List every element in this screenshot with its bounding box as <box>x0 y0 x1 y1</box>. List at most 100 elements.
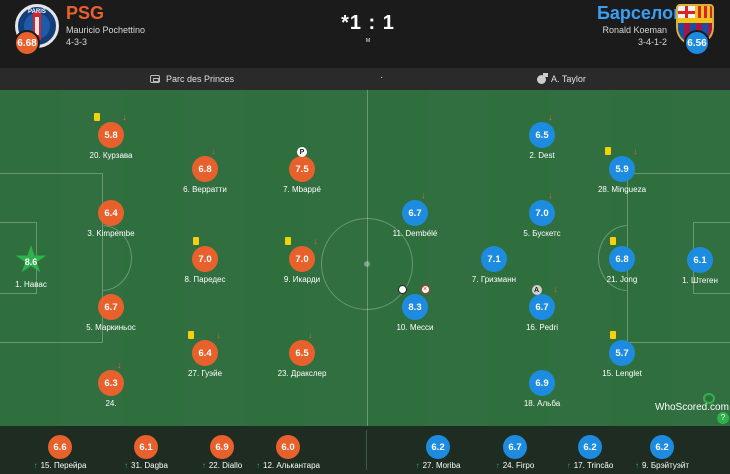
player-rating: 6.9 <box>210 435 234 459</box>
player-rating: 6.4 <box>98 200 124 226</box>
bench-player[interactable]: 6.2↑27. Moriba <box>393 435 483 470</box>
sub-off-arrow-icon: ↓ <box>308 330 313 340</box>
bench-player[interactable]: 6.7↑24. Firpo <box>470 435 560 470</box>
player-bar-dest[interactable]: 6.5 2. Dest ↓ <box>497 113 587 160</box>
yellow-card-icon <box>284 237 291 245</box>
bench-player[interactable]: 6.2↑17. Trincão <box>545 435 635 470</box>
player-rating: 7.0 <box>289 246 315 272</box>
bench-player[interactable]: 6.2↑9. Брэйтуэйт <box>617 435 707 470</box>
match-info-bar: Parc des Princes · A. Taylor <box>0 68 730 90</box>
player-rating: 6.3 <box>98 370 124 396</box>
referee-name: A. Taylor <box>551 74 586 84</box>
assist-icon: A <box>531 285 542 295</box>
player-name: 20. Курзава <box>89 151 133 160</box>
penalty-goal-icon: P <box>297 147 307 157</box>
sub-off-arrow-icon: ↓ <box>548 190 553 200</box>
player-name: 2. Dest <box>529 151 555 160</box>
player-rating: 6.5 <box>529 122 555 148</box>
player-psg-gk[interactable]: 8.6 1. Навас <box>0 245 76 289</box>
sub-off-arrow-icon: ↓ <box>117 360 122 370</box>
crest-cross <box>678 6 695 18</box>
whoscored-logo[interactable]: WhoScored.com ? <box>655 393 729 424</box>
sub-off-arrow-icon: ↓ <box>548 112 553 122</box>
player-rating: 6.7 <box>402 200 428 226</box>
player-rating: 7.0 <box>192 246 218 272</box>
player-bar-jong[interactable]: 6.8 21. Jong <box>577 237 667 284</box>
player-name: 7. Mbappé <box>283 185 321 194</box>
yellow-card-icon <box>93 113 100 121</box>
player-rating: 5.7 <box>609 340 635 366</box>
player-bar-gk[interactable]: 6.1 1. Штеген <box>655 247 730 285</box>
bench-player[interactable]: 6.9 ↑22. Diallo <box>177 435 267 470</box>
player-name: 1. Штеген <box>682 276 718 285</box>
whoscored-question-icon: ? <box>717 412 729 424</box>
yellow-card-icon <box>604 147 611 155</box>
bench-player[interactable]: 6.1↑31. Dagba <box>101 435 191 470</box>
center-circle <box>321 218 413 310</box>
sub-off-arrow-icon: ↓ <box>211 146 216 156</box>
yellow-card-icon <box>610 237 616 245</box>
sub-on-arrow-icon: ↑ <box>201 461 206 470</box>
player-name: 5. Бускетс <box>523 229 561 238</box>
player-name: 1. Навас <box>15 280 47 289</box>
player-rating: 6.1 <box>687 247 713 273</box>
penalty-box-left <box>0 173 103 343</box>
player-rating: 8.3 <box>402 294 428 320</box>
sub-on-arrow-icon: ↑ <box>634 461 639 470</box>
player-rating: 6.7 <box>529 294 555 320</box>
player-psg-mbappe[interactable]: 7.5 7. Mbappé P <box>257 147 347 194</box>
sub-off-arrow-icon: ↓ <box>216 330 222 340</box>
bench-divider <box>366 430 367 470</box>
bench-player-label: ↑24. Firpo <box>470 461 560 470</box>
player-name: 16. Pedri <box>525 323 559 332</box>
bench-player-label: ↑15. Перейра <box>15 461 105 470</box>
player-name: 5. Маркиньос <box>86 323 136 332</box>
player-rating: 6.7 <box>98 294 124 320</box>
player-rating: 6.1 <box>134 435 158 459</box>
player-rating: 6.2 <box>650 435 674 459</box>
sub-on-arrow-icon: ↑ <box>33 461 38 470</box>
away-team-name[interactable]: Барселона <box>596 3 694 23</box>
player-psg-marquinhos[interactable]: 6.7 5. Маркиньос <box>66 294 156 332</box>
player-rating: 7.1 <box>481 246 507 272</box>
away-formation: 3-4-1-2 <box>637 37 667 47</box>
match-score: *1 : 1 <box>341 12 395 34</box>
player-rating: 5.9 <box>609 156 635 182</box>
yellow-card-icon <box>193 237 199 245</box>
sub-off-arrow-icon: ↓ <box>313 236 319 246</box>
player-rating: 7.5 <box>289 156 315 182</box>
bench-player[interactable]: 6.6 ↑15. Перейра <box>15 435 105 470</box>
venue-name: Parc des Princes <box>166 74 235 84</box>
player-name: 24. Firpo <box>502 461 535 470</box>
player-name: 27. Moriba <box>422 461 461 470</box>
referee: A. Taylor <box>537 72 586 84</box>
home-team-name[interactable]: PSG <box>66 3 105 23</box>
whoscored-bubble-icon <box>703 393 715 404</box>
sub-off-arrow-icon: ↓ <box>421 190 426 200</box>
player-rating: 6.8 <box>609 246 635 272</box>
player-name: 22. Diallo <box>208 461 243 470</box>
player-name: 21. Jong <box>606 275 638 284</box>
player-rating: 8.6 <box>24 257 38 267</box>
eiffel-tower-icon <box>35 17 39 35</box>
bench-player[interactable]: 6.0↑12. Алькантара <box>243 435 333 470</box>
sub-on-arrow-icon: ↑ <box>495 461 500 470</box>
player-rating: 6.6 <box>48 435 72 459</box>
